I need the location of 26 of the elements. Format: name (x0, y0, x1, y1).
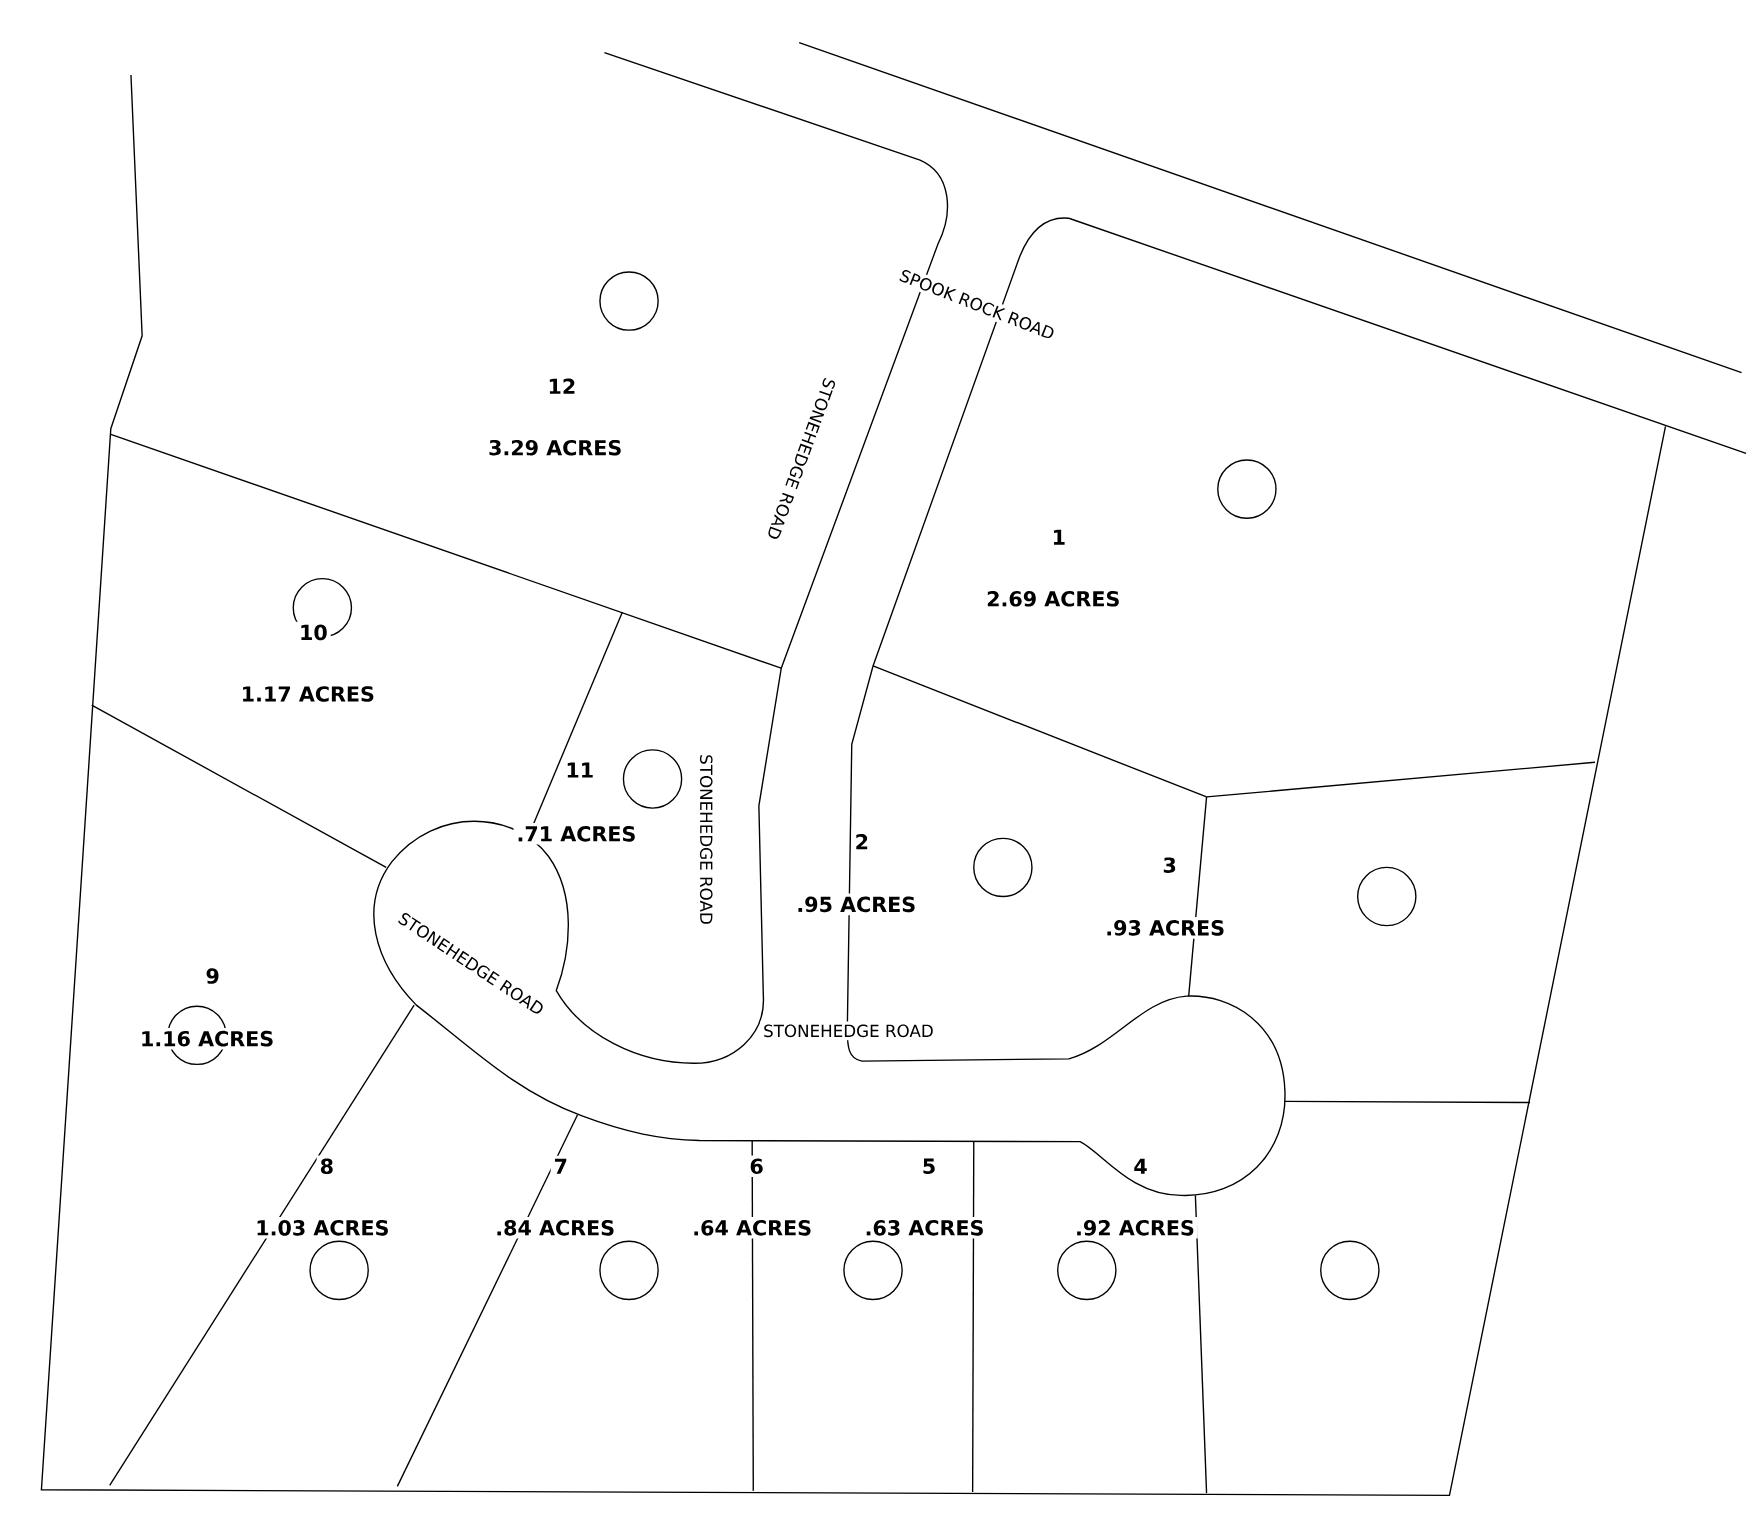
lot-number: 12 (544, 375, 580, 397)
lot-number: 11 (562, 759, 598, 781)
lot-number: 8 (316, 1155, 337, 1178)
acreage-label: .63 ACRES (861, 1217, 988, 1239)
lot-number: 7 (550, 1156, 571, 1177)
lot-number: 6 (746, 1155, 767, 1178)
acreage-label: .95 ACRES (793, 893, 920, 916)
lot-number: 3 (1159, 854, 1180, 877)
acreage-label: .93 ACRES (1102, 917, 1228, 939)
lot-number: 1 (1048, 526, 1069, 548)
acreage-label: 2.69 ACRES (983, 588, 1124, 610)
road-name: STONEHEDGE ROAD (760, 1021, 937, 1041)
acreage-label: 1.16 ACRES (137, 1028, 278, 1050)
acreage-label: 1.17 ACRES (237, 683, 378, 705)
acreage-label: .64 ACRES (689, 1217, 815, 1239)
acreage-label: .92 ACRES (1072, 1217, 1198, 1239)
road-name: STONEHEDGE ROAD (697, 751, 716, 928)
acreage-label: .71 ACRES (513, 823, 640, 845)
lot-number: 2 (851, 831, 872, 853)
lot-number: 9 (202, 965, 223, 987)
acreage-label: 3.29 ACRES (485, 437, 626, 459)
acreage-label: 1.03 ACRES (252, 1217, 393, 1239)
lot-number: 10 (296, 621, 331, 644)
acreage-label: .84 ACRES (492, 1217, 618, 1239)
lot-number: 4 (1130, 1156, 1151, 1177)
lot-number: 5 (918, 1155, 940, 1178)
